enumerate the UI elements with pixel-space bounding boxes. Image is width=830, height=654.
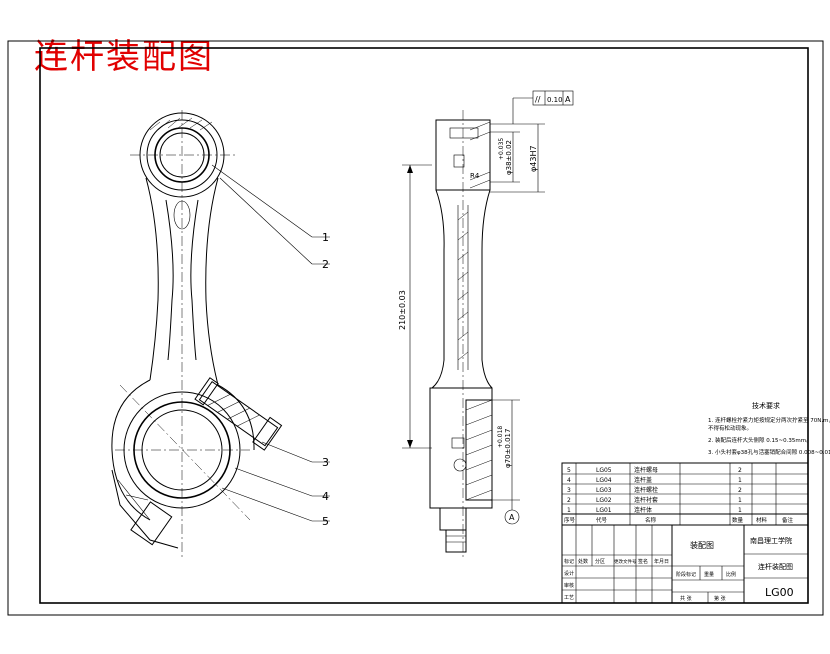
title-row-mark: 标记 — [564, 558, 574, 565]
title-drawing-name: 连杆装配图 — [758, 562, 793, 571]
title-sheet-no: 第 张 — [714, 595, 726, 602]
side-view — [429, 110, 493, 560]
part-4-code: LG04 — [596, 477, 612, 484]
parts-header-remark: 备注 — [782, 516, 794, 524]
parts-header-material: 材料 — [756, 516, 768, 524]
parts-header-name: 名称 — [645, 516, 657, 524]
part-5-qty: 2 — [738, 467, 742, 474]
title-drawing-type: 装配图 — [690, 540, 714, 550]
dim-big-tol: +0.018 — [497, 426, 504, 448]
title-weight: 重量 — [704, 571, 714, 578]
part-2-no: 2 — [567, 497, 571, 504]
title-row-review: 审核 — [564, 582, 574, 589]
title-school: 南昌理工学院 — [750, 536, 792, 545]
part-4-name: 连杆盖 — [634, 476, 652, 484]
title-sheets: 共 张 — [680, 595, 692, 602]
drawing-title-overlay: 连杆装配图 — [34, 37, 214, 77]
title-col-sign: 签名 — [638, 558, 648, 565]
outer-border — [7, 40, 824, 616]
title-block-grid — [561, 524, 809, 604]
title-col-change: 更改文件号 — [614, 558, 637, 565]
part-3-qty: 2 — [738, 487, 742, 494]
tech-req-heading: 技术要求 — [752, 401, 780, 410]
balloon-5: 5 — [322, 515, 329, 528]
parts-header-no: 序号 — [564, 516, 576, 524]
title-col-count: 处数 — [578, 558, 588, 565]
front-view — [111, 110, 283, 560]
dimension-lines — [402, 97, 545, 525]
part-4-no: 4 — [567, 477, 571, 484]
part-2-qty: 1 — [738, 497, 742, 504]
tech-req-3: 3. 小头衬套φ38孔与活塞销配合间隙 0.008~0.018mm。 — [708, 448, 830, 456]
tolerance-symbol: // — [535, 95, 541, 104]
part-4-qty: 1 — [738, 477, 742, 484]
part-1-no: 1 — [567, 507, 571, 514]
part-1-name: 连杆体 — [634, 506, 652, 514]
balloon-1: 1 — [322, 231, 329, 244]
part-2-code: LG02 — [596, 497, 612, 504]
balloon-3: 3 — [322, 456, 329, 469]
dim-length: 210±0.03 — [398, 290, 407, 330]
part-3-code: LG03 — [596, 487, 612, 494]
balloon-leaders — [211, 164, 330, 522]
part-5-code: LG05 — [596, 467, 612, 474]
tolerance-frame — [532, 90, 574, 106]
tech-req-2: 2. 装配后连杆大头侧隙 0.15~0.35mm。 — [708, 436, 812, 444]
balloon-4: 4 — [322, 490, 329, 503]
dim-small-bore: φ38±0.02 — [505, 140, 513, 175]
parts-header-qty: 数量 — [732, 516, 744, 524]
title-scale: 比例 — [726, 571, 736, 578]
title-stage: 阶段标记 — [676, 571, 696, 578]
title-col-zone: 分区 — [595, 558, 605, 565]
dim-radius: R4 — [470, 172, 480, 180]
part-2-name: 连杆衬套 — [634, 496, 658, 504]
tech-req-1b: 不得有松动现象。 — [708, 424, 752, 432]
dim-small-outer: φ43H7 — [529, 145, 538, 172]
dim-small-tol: +0.035 — [498, 138, 505, 160]
inner-border — [39, 47, 809, 604]
parts-header-code: 代号 — [596, 516, 608, 524]
tolerance-value: 0.10 — [547, 96, 563, 104]
title-row-design: 设计 — [564, 570, 574, 577]
part-1-qty: 1 — [738, 507, 742, 514]
part-1-code: LG01 — [596, 507, 612, 514]
tolerance-datum: A — [565, 95, 571, 104]
part-3-name: 连杆螺栓 — [634, 486, 658, 494]
part-5-no: 5 — [567, 467, 571, 474]
datum-label: A — [509, 513, 515, 522]
title-drawing-no: LG00 — [765, 586, 794, 599]
balloon-2: 2 — [322, 258, 329, 271]
title-row-process: 工艺 — [564, 595, 574, 601]
dim-big-bore: φ70±0.017 — [504, 429, 512, 468]
tech-req-1: 1. 连杆螺栓拧紧力矩按规定分两次拧紧至 70N.m， — [708, 416, 830, 424]
part-5-name: 连杆螺母 — [634, 466, 658, 474]
part-3-no: 3 — [567, 487, 571, 494]
title-col-date: 年月日 — [654, 558, 669, 565]
